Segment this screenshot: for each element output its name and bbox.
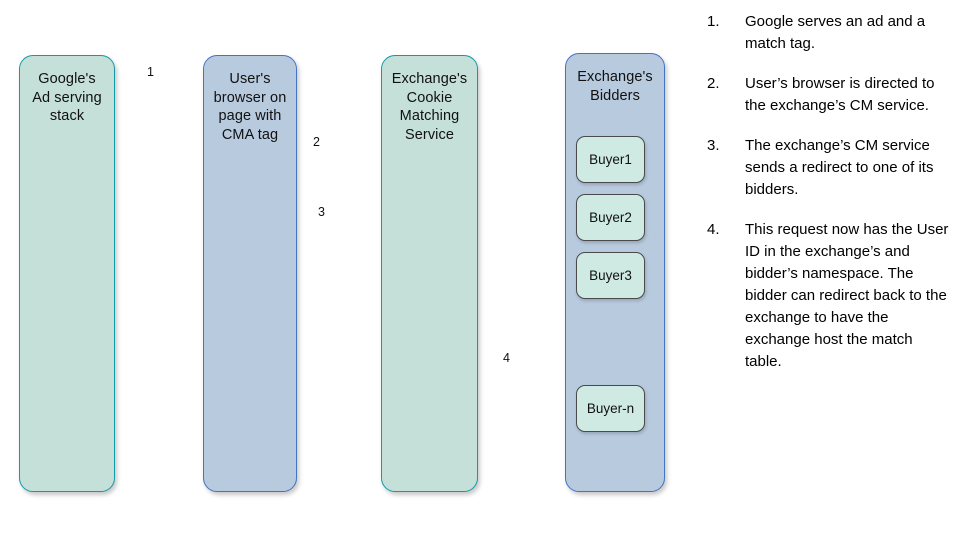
buyer-label-buyer2: Buyer2 <box>589 210 632 225</box>
arrow-label-4: 4 <box>503 351 510 365</box>
buyer-label-buyer3: Buyer3 <box>589 268 632 283</box>
buyer-box-buyer2[interactable]: Buyer2 <box>576 194 645 241</box>
step-item-3: 3. The exchange’s CM service sends a red… <box>707 135 952 201</box>
lane-google-ad-serving-stack: Google's Ad serving stack <box>19 55 115 492</box>
arrow-label-2: 2 <box>313 135 320 149</box>
arrow-label-1: 1 <box>147 65 154 79</box>
step-text-4: This request now has the User ID in the … <box>745 221 949 370</box>
step-number-3: 3. <box>707 137 720 154</box>
lane-label-users-browser: User's browser on page with CMA tag <box>213 71 287 143</box>
step-number-1: 1. <box>707 13 720 30</box>
step-text-3: The exchange’s CM service sends a redire… <box>745 137 934 198</box>
step-item-4: 4. This request now has the User ID in t… <box>707 219 952 373</box>
step-text-2: User’s browser is directed to the exchan… <box>745 75 935 114</box>
step-number-4: 4. <box>707 221 720 238</box>
buyer-label-buyer1: Buyer1 <box>589 152 632 167</box>
step-number-2: 2. <box>707 75 720 92</box>
lane-label-exchange-bidders: Exchange's Bidders <box>577 69 653 104</box>
lane-exchange-cookie-matching-service: Exchange's Cookie Matching Service <box>381 55 478 492</box>
buyer-box-buyer3[interactable]: Buyer3 <box>576 252 645 299</box>
step-text-1: Google serves an ad and a match tag. <box>745 13 926 52</box>
lane-label-exchange-cookie-matching-service: Exchange's Cookie Matching Service <box>391 71 468 143</box>
buyer-box-buyer1[interactable]: Buyer1 <box>576 136 645 183</box>
arrow-label-3: 3 <box>318 205 325 219</box>
step-item-2: 2. User’s browser is directed to the exc… <box>707 73 952 117</box>
lane-users-browser: User's browser on page with CMA tag <box>203 55 297 492</box>
step-item-1: 1. Google serves an ad and a match tag. <box>707 11 952 55</box>
lane-label-google-ad-serving-stack: Google's Ad serving stack <box>32 71 102 124</box>
buyer-label-buyer-n: Buyer-n <box>586 401 635 416</box>
steps-list: 1. Google serves an ad and a match tag. … <box>707 11 952 391</box>
buyer-box-buyer-n[interactable]: Buyer-n <box>576 385 645 432</box>
